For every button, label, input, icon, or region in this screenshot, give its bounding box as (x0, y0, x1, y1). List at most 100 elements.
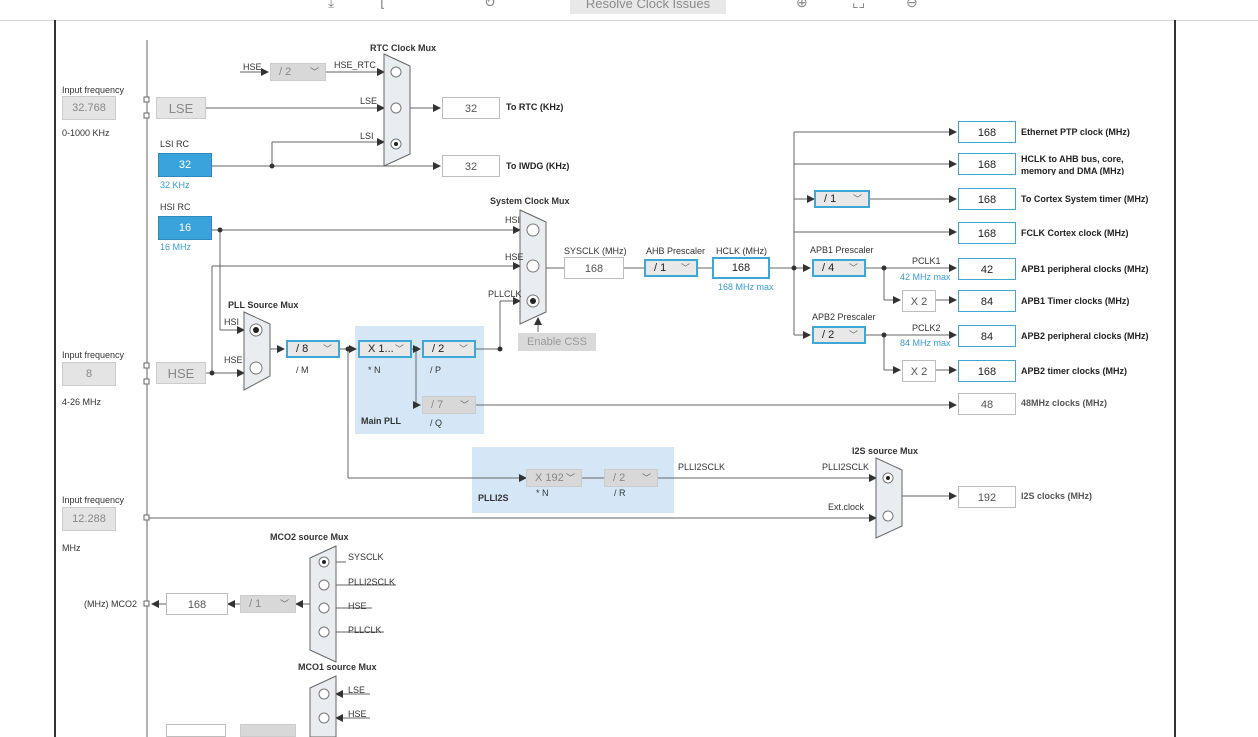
mco2-value[interactable]: 168 (166, 593, 228, 615)
apb1-label: APB1 Prescaler (810, 245, 874, 255)
fit-icon[interactable]: ⌞⌟ (852, 0, 866, 10)
toolbar: ⤓ ⌊ ↻ Resolve Clock Issues ⊕ ⌞⌟ ⊖ (0, 0, 1258, 21)
mco1-hse: HSE (348, 709, 367, 719)
lse-range: 0-1000 KHz (62, 128, 110, 138)
lse-block[interactable]: LSE (156, 97, 206, 119)
i2s-mux-ext: Ext.clock (828, 502, 865, 512)
mco1-mux-title: MCO1 source Mux (298, 662, 377, 672)
plli2s-r-label: / R (614, 488, 626, 498)
apb2-x2: X 2 (902, 360, 936, 382)
hclk-max: 168 MHz max (718, 282, 774, 292)
mco2-label: (MHz) MCO2 (84, 599, 137, 609)
zoom-out-icon[interactable]: ⊖ (906, 0, 918, 10)
rtc-output-label: To RTC (KHz) (506, 102, 564, 112)
output-apb2-timer-label: APB2 timer clocks (MHz) (1021, 366, 1128, 376)
pll-p-label: / P (430, 365, 442, 375)
sys-mux-hse: HSE (505, 252, 524, 262)
cortex-div-select[interactable]: / 1﹀ (814, 190, 870, 208)
mco2-mux-title: MCO2 source Mux (270, 532, 349, 542)
output-hclk[interactable]: 168 (958, 153, 1016, 175)
mco2-div-select[interactable]: / 1﹀ (240, 595, 296, 613)
lsi-sub: 32 KHz (160, 180, 190, 190)
pll-m-label: / M (296, 365, 309, 375)
mco2-plli2sclk: PLLI2SCLK (348, 577, 396, 587)
lse-input-header: Input frequency (62, 85, 125, 95)
hse-input-value[interactable]: 8 (62, 362, 116, 386)
iwdg-output-label: To IWDG (KHz) (506, 161, 570, 171)
apb1-prescaler-select[interactable]: / 4﹀ (812, 259, 866, 277)
output-cortex-timer-label: To Cortex System timer (MHz) (1021, 194, 1149, 204)
output-48mhz[interactable]: 48 (958, 393, 1016, 415)
output-apb1-timer-label: APB1 Timer clocks (MHz) (1021, 296, 1130, 306)
redo-icon[interactable]: ⌊ (380, 0, 386, 10)
sys-mux-hsi: HSI (505, 215, 521, 225)
rtc-lse-label: LSE (360, 96, 378, 106)
output-apb1-periph[interactable]: 42 (958, 258, 1016, 280)
main-pll-label: Main PLL (361, 416, 401, 426)
plli2s-label: PLLI2S (478, 493, 509, 503)
i2s-mux-title: I2S source Mux (852, 446, 919, 456)
output-apb2-periph-label: APB2 peripheral clocks (MHz) (1021, 331, 1149, 341)
output-48mhz-label: 48MHz clocks (MHz) (1021, 398, 1108, 408)
pclk1-label: PCLK1 (912, 256, 941, 266)
pll-p-select[interactable]: / 2﹀ (422, 340, 476, 358)
pclk2-label: PCLK2 (912, 323, 941, 333)
output-fclk[interactable]: 168 (958, 222, 1016, 244)
lsi-title: LSI RC (160, 139, 190, 149)
output-i2s-label: I2S clocks (MHz) (1021, 491, 1093, 501)
plli2s-out-label: PLLI2SCLK (678, 462, 726, 472)
sysclk-label: SYSCLK (MHz) (564, 246, 627, 256)
hse-block[interactable]: HSE (156, 362, 206, 384)
iwdg-output[interactable]: 32 (442, 155, 500, 177)
rtc-hse-div-select[interactable]: / 2﹀ (270, 63, 326, 81)
enable-css-button[interactable]: Enable CSS (518, 333, 596, 351)
apb2-label: APB2 Prescaler (812, 312, 876, 322)
ext-input-header: Input frequency (62, 495, 125, 505)
hse-input-header: Input frequency (62, 350, 125, 360)
plli2s-n-select[interactable]: X 192﹀ (526, 469, 582, 487)
output-i2s[interactable]: 192 (958, 486, 1016, 508)
lse-input-value[interactable]: 32.768 (62, 96, 116, 120)
ahb-label: AHB Prescaler (646, 246, 706, 256)
zoom-in-icon[interactable]: ⊕ (796, 0, 808, 10)
rtc-hse-label: HSE (243, 62, 262, 72)
mco2-pllclk: PLLCLK (348, 625, 382, 635)
pll-n-label: * N (368, 365, 381, 375)
output-apb1-timer[interactable]: 84 (958, 290, 1016, 312)
pclk2-max: 84 MHz max (900, 338, 951, 348)
pll-q-select[interactable]: / 7﹀ (422, 396, 476, 414)
mco1-mux (309, 675, 337, 737)
refresh-icon[interactable]: ↻ (484, 0, 496, 10)
rtc-output[interactable]: 32 (442, 97, 500, 119)
pll-q-label: / Q (430, 418, 443, 428)
hclk-label: HCLK (MHz) (716, 246, 767, 256)
sys-mux-pllclk: PLLCLK (488, 289, 522, 299)
undo-icon[interactable]: ⤓ (328, 0, 335, 10)
rtc-hse-rtc-label: HSE_RTC (334, 60, 376, 70)
pll-source-title: PLL Source Mux (228, 300, 299, 310)
pclk1-max: 42 MHz max (900, 272, 951, 282)
apb2-prescaler-select[interactable]: / 2﹀ (812, 326, 866, 344)
output-apb2-periph[interactable]: 84 (958, 325, 1016, 347)
pll-n-select[interactable]: X 1...﹀ (358, 340, 412, 358)
hclk-value[interactable]: 168 (712, 257, 770, 279)
mco1-div-select[interactable] (240, 724, 296, 737)
pll-m-select[interactable]: / 8﹀ (286, 340, 340, 358)
lsi-value[interactable]: 32 (158, 153, 212, 177)
output-ethernet-ptp[interactable]: 168 (958, 121, 1016, 143)
plli2s-r-select[interactable]: / 2﹀ (604, 469, 658, 487)
mco1-value[interactable] (166, 724, 226, 737)
output-apb1-periph-label: APB1 peripheral clocks (MHz) (1021, 264, 1149, 274)
hsi-value[interactable]: 16 (158, 216, 212, 240)
ext-input-value[interactable]: 12.288 (62, 507, 116, 531)
mco1-lse: LSE (348, 685, 366, 695)
ahb-prescaler-select[interactable]: / 1﹀ (644, 259, 698, 277)
output-cortex-timer[interactable]: 168 (958, 188, 1016, 210)
resolve-clock-issues-button[interactable]: Resolve Clock Issues (570, 0, 726, 14)
rtc-lsi-label: LSI (360, 131, 374, 141)
mco2-hse: HSE (348, 601, 367, 611)
output-apb2-timer[interactable]: 168 (958, 360, 1016, 382)
sysclk-value[interactable]: 168 (564, 257, 624, 279)
